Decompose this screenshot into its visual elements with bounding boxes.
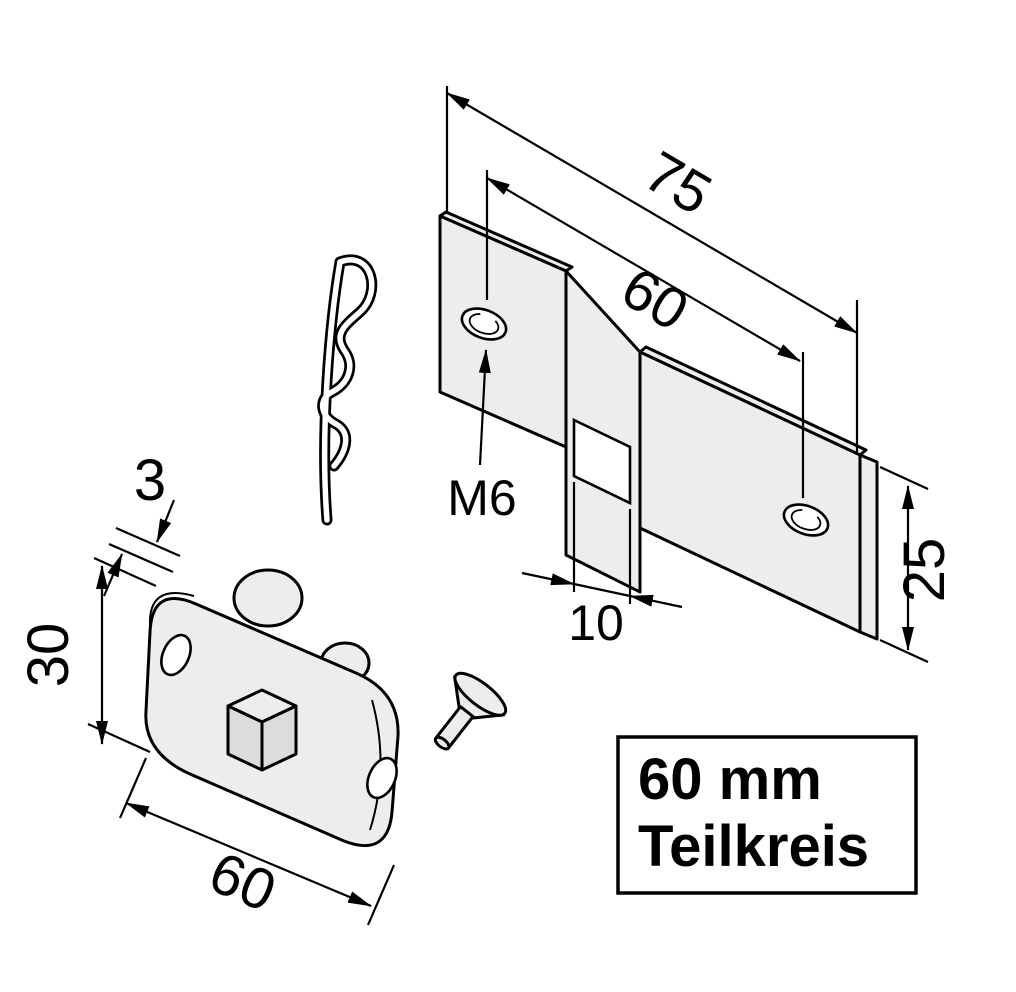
dim-3-label: 3: [134, 448, 166, 513]
plate-hole-right: [366, 756, 398, 800]
dim-25-label: 25: [892, 538, 957, 603]
dim-30-label: 30: [16, 623, 81, 688]
note-box: 60 mm Teilkreis: [616, 735, 918, 895]
note-line-1: 60 mm: [638, 747, 822, 812]
square-nut: [226, 688, 298, 772]
m6-label: M6: [447, 470, 516, 526]
dimension-10: 10: [521, 482, 683, 651]
mounting-plate-assembly: [144, 568, 508, 847]
plate-hole-left: [160, 633, 192, 677]
plate-thickness-line: [148, 591, 195, 627]
bracket-right-thickness: [858, 453, 879, 641]
cotter-pin: [317, 254, 378, 526]
dimension-25: 25: [879, 466, 957, 663]
dim-10-label: 10: [568, 595, 624, 651]
square-hole: [572, 417, 632, 506]
dome-screw-head: [232, 568, 304, 628]
label-m6: M6: [447, 349, 517, 526]
note-box-frame: [616, 735, 918, 895]
threaded-hole-right: [782, 503, 830, 537]
note-line-2: Teilkreis: [638, 814, 869, 879]
dimension-30: 30: [16, 556, 157, 754]
countersunk-screw: [433, 671, 508, 751]
